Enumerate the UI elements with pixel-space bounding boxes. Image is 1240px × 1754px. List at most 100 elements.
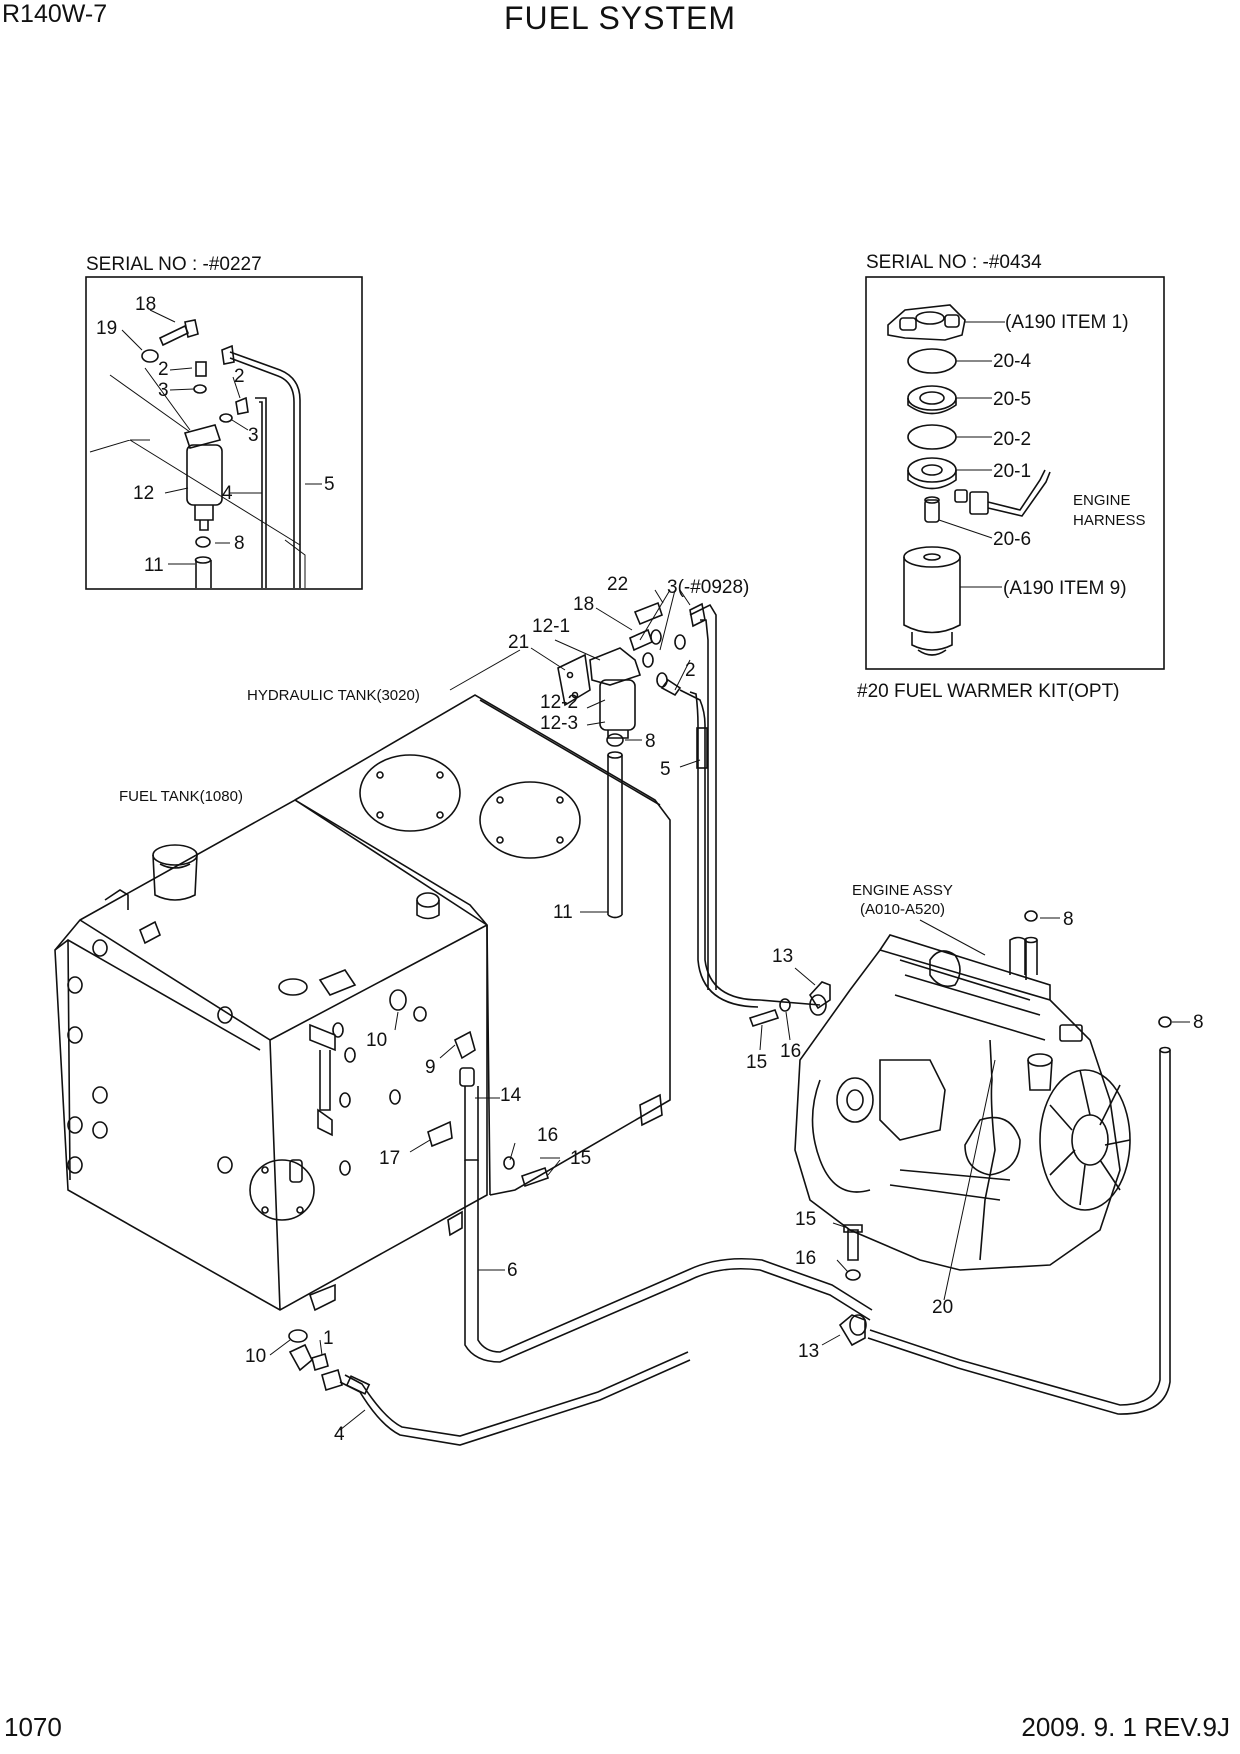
callout-16: 16 <box>795 1248 816 1269</box>
callout-20-1: 20-1 <box>993 461 1031 482</box>
engine-assembly <box>794 934 1131 1271</box>
fuel-warmer-kit-caption: #20 FUEL WARMER KIT(OPT) <box>857 681 1120 702</box>
hose-4 <box>339 1351 691 1446</box>
fuel-tank-label: FUEL TANK(1080) <box>119 788 243 805</box>
callout-8: 8 <box>234 533 245 554</box>
left-fuel-filter-12 <box>183 424 223 531</box>
callout-20: 20 <box>932 1297 953 1318</box>
left-inset: SERIAL NO : -#0227 <box>85 254 363 590</box>
filter-head <box>887 304 966 341</box>
filter-element <box>903 546 961 656</box>
pipe-11 <box>607 755 623 919</box>
page-title: FUEL SYSTEM <box>503 0 737 36</box>
oring-20-2 <box>907 424 957 450</box>
callout-3: 3 <box>158 380 169 401</box>
callout-4: 4 <box>222 483 233 504</box>
main-drawing: HYDRAULIC TANK(3020) <box>54 574 1204 1446</box>
callout-10: 10 <box>245 1346 266 1367</box>
left-oring-3a <box>193 384 207 394</box>
callout-14: 14 <box>500 1085 522 1106</box>
callout-8: 8 <box>1193 1012 1204 1033</box>
oring-8-top <box>606 733 624 747</box>
callout-18: 18 <box>573 594 594 615</box>
left-inset-tank-edge <box>89 439 306 588</box>
engine-harness-label: HARNESS <box>1073 512 1146 529</box>
engine-assy-label: (A010-A520) <box>860 901 945 918</box>
fuel-tank <box>54 799 488 1312</box>
callout-3-serial: 3(-#0928) <box>667 577 749 598</box>
left-hose-5 <box>229 351 301 588</box>
callout-20-5: 20-5 <box>993 389 1031 410</box>
callout-20-4: 20-4 <box>993 351 1031 372</box>
callout-13: 13 <box>798 1341 819 1362</box>
left-pipe-11 <box>195 560 212 588</box>
callout-20-2: 20-2 <box>993 429 1031 450</box>
elbow-1 <box>288 1343 329 1372</box>
left-oring-8 <box>195 536 211 548</box>
bolt-15-upper <box>748 1009 780 1027</box>
callout-11: 11 <box>553 902 573 923</box>
callout-12: 12 <box>133 483 154 504</box>
model-number: R140W-7 <box>2 0 108 28</box>
callout-4: 4 <box>334 1424 345 1445</box>
left-washer-19 <box>141 349 159 363</box>
fuel-filter-12 <box>557 647 642 739</box>
fittings-mid <box>389 989 549 1188</box>
callout-13: 13 <box>772 946 793 967</box>
callout-19: 19 <box>96 318 117 339</box>
left-fitting-2 <box>195 361 249 415</box>
callout-a190-item-1: (A190 ITEM 1) <box>1005 312 1129 333</box>
callout-5: 5 <box>660 759 671 780</box>
left-inset-serial-caption: SERIAL NO : -#0227 <box>86 254 262 275</box>
callout-10: 10 <box>366 1030 387 1051</box>
left-hose-4 <box>255 397 267 588</box>
callout-11: 11 <box>144 555 164 576</box>
oring-20-4 <box>907 348 957 374</box>
left-oring-3b <box>219 413 233 423</box>
callout-12-3: 12-3 <box>540 713 578 734</box>
clamp-13-lower <box>838 1314 867 1347</box>
oring-8-right <box>1158 1016 1172 1028</box>
left-bolt-18 <box>158 319 199 347</box>
callout-16: 16 <box>537 1125 558 1146</box>
oring-8-engine <box>1024 910 1038 922</box>
engine-assy-label: ENGINE ASSY <box>852 882 953 899</box>
engine-harness-label: ENGINE <box>1073 492 1131 509</box>
bolt-15-lower <box>843 1224 863 1261</box>
callout-5: 5 <box>324 474 335 495</box>
page-number: 1070 <box>4 1712 62 1742</box>
callout-2: 2 <box>685 660 696 681</box>
callout-1: 1 <box>323 1328 334 1349</box>
callout-16: 16 <box>780 1041 801 1062</box>
callout-17: 17 <box>379 1148 400 1169</box>
return-pipe <box>867 1050 1171 1415</box>
right-inset: SERIAL NO : -#0434 <box>857 252 1165 702</box>
callout-15: 15 <box>795 1209 816 1230</box>
hydraulic-tank-label: HYDRAULIC TANK(3020) <box>247 687 420 704</box>
callout-8: 8 <box>1063 909 1074 930</box>
callout-9: 9 <box>425 1057 436 1078</box>
left-inset-frame <box>85 276 363 590</box>
callout-18: 18 <box>135 294 156 315</box>
nipple-20-6 <box>924 496 940 523</box>
callout-3: 3 <box>248 425 259 446</box>
callout-2: 2 <box>234 366 245 387</box>
callout-20-6: 20-6 <box>993 529 1031 550</box>
callout-2: 2 <box>158 359 169 380</box>
washer-16-lower <box>845 1269 861 1281</box>
date-revision: 2009. 9. 1 REV.9J <box>1021 1712 1230 1742</box>
callout-21: 21 <box>508 632 529 653</box>
clamp-13-upper <box>809 981 831 1016</box>
washer-16-upper <box>779 998 791 1012</box>
callout-12-1: 12-1 <box>532 616 570 637</box>
right-inset-frame <box>865 276 1165 670</box>
callout-15: 15 <box>570 1148 591 1169</box>
callout-22: 22 <box>607 574 628 595</box>
callout-a190-item-9: (A190 ITEM 9) <box>1003 578 1127 599</box>
oring-10-bottom <box>288 1329 308 1343</box>
fittings-upper <box>629 601 686 697</box>
hose-6 <box>464 1160 873 1363</box>
gasket-20-5 <box>907 385 957 415</box>
callout-12-2: 12-2 <box>540 692 578 713</box>
